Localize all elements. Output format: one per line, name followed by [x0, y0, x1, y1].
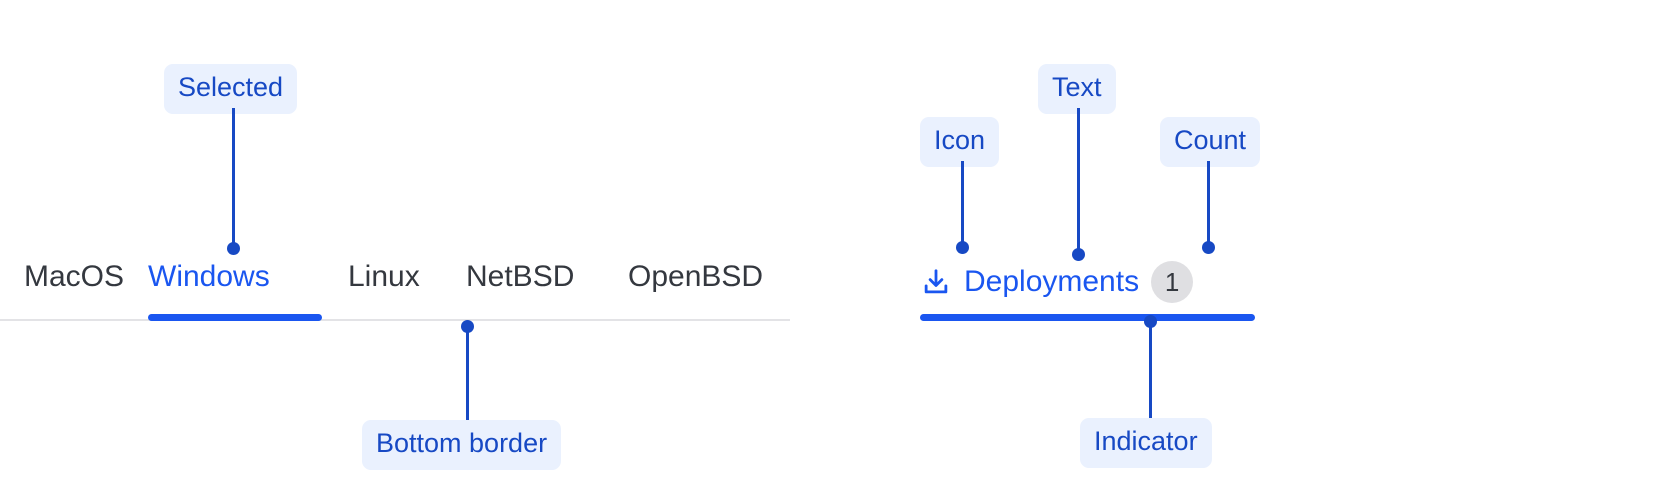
deployments-tab-content: Deployments 1: [920, 261, 1194, 303]
annotation-indicator-leader-line: [1149, 322, 1152, 420]
download-icon: [920, 266, 952, 298]
tab-strip-bottom-border: [0, 319, 790, 321]
annotation-bottom-border-leader-line: [466, 326, 469, 420]
deployments-tab-indicator: [920, 314, 1255, 321]
annotation-text-label: Text: [1038, 64, 1116, 114]
annotation-indicator-label: Indicator: [1080, 418, 1212, 468]
annotation-selected-leader-line: [232, 108, 235, 250]
deployments-tab[interactable]: Deployments 1: [920, 261, 1260, 322]
annotation-bottom-border-label: Bottom border: [362, 420, 562, 470]
os-tab-strip: MacOS Windows Linux NetBSD OpenBSD: [0, 262, 790, 322]
tab-linux[interactable]: Linux: [348, 260, 420, 293]
deployments-count-badge: 1: [1151, 261, 1194, 303]
tab-windows-underline: [148, 314, 322, 321]
annotation-count-label: Count: [1160, 117, 1261, 167]
tab-windows[interactable]: Windows: [148, 260, 270, 293]
tab-macos[interactable]: MacOS: [24, 260, 125, 293]
annotation-count-leader-line: [1207, 161, 1210, 249]
annotation-text-leader-dot: [1072, 248, 1085, 261]
annotation-icon-label: Icon: [920, 117, 1000, 167]
annotation-count-leader-dot: [1202, 241, 1215, 254]
annotation-selected-label: Selected: [164, 64, 298, 114]
deployments-tab-label: Deployments: [964, 265, 1140, 298]
annotation-icon-leader-dot: [956, 241, 969, 254]
annotation-icon-leader-line: [961, 161, 964, 249]
tab-openbsd[interactable]: OpenBSD: [628, 260, 764, 293]
annotation-indicator-leader-dot: [1144, 315, 1157, 328]
tab-netbsd[interactable]: NetBSD: [466, 260, 575, 293]
annotation-selected-leader-dot: [227, 242, 240, 255]
annotation-text-leader-line: [1077, 108, 1080, 250]
